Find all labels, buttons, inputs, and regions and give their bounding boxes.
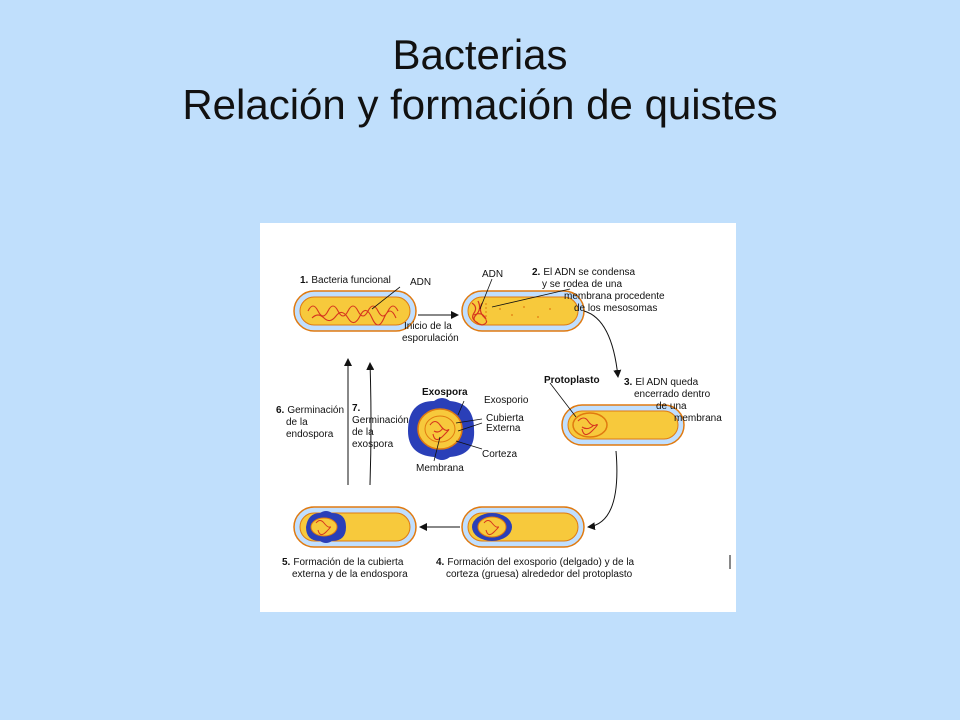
svg-text:Germinación: Germinación — [352, 415, 409, 426]
svg-text:corteza (gruesa) alrededor del: corteza (gruesa) alrededor del protoplas… — [446, 569, 633, 580]
title-line-2: Relación y formación de quistes — [182, 81, 778, 128]
svg-text:Membrana: Membrana — [416, 463, 464, 474]
svg-text:Corteza: Corteza — [482, 449, 517, 460]
svg-text:Exosporio: Exosporio — [484, 395, 529, 406]
svg-text:externa y de la endospora: externa y de la endospora — [292, 569, 408, 580]
svg-text:de los mesosomas: de los mesosomas — [574, 303, 657, 314]
svg-text:y se rodea de una: y se rodea de una — [542, 279, 622, 290]
svg-text:4.Formación del exosporio (del: 4.Formación del exosporio (delgado) y de… — [436, 557, 635, 568]
svg-text:de la: de la — [286, 417, 308, 428]
cell-functional-bacterium — [293, 290, 417, 332]
sporulation-diagram: 1.Bacteria funcional ADN Inicio de la es… — [260, 223, 736, 612]
svg-text:Exospora: Exospora — [422, 387, 468, 398]
title-line-1: Bacterias — [392, 31, 568, 78]
svg-text:1.Bacteria funcional: 1.Bacteria funcional — [300, 275, 391, 286]
cell-exosporium-cortex — [461, 506, 585, 548]
svg-text:esporulación: esporulación — [402, 333, 459, 344]
svg-text:Inicio de la: Inicio de la — [404, 321, 452, 332]
flow-arrows — [344, 310, 622, 531]
cell-dna-enclosed — [561, 404, 685, 446]
labels: 1.Bacteria funcional ADN Inicio de la es… — [276, 267, 722, 580]
svg-text:6.Germinación: 6.Germinación — [276, 405, 344, 416]
svg-text:encerrado dentro: encerrado dentro — [634, 389, 711, 400]
svg-text:Externa: Externa — [486, 423, 521, 434]
svg-text:Protoplasto: Protoplasto — [544, 375, 600, 386]
cell-external-coat — [293, 506, 417, 548]
arrow-3-to-4 — [587, 450, 618, 531]
svg-text:endospora: endospora — [286, 429, 334, 440]
svg-text:5.Formación de la cubierta: 5.Formación de la cubierta — [282, 557, 404, 568]
arrow-exospore-germination — [366, 362, 375, 486]
svg-text:de una: de una — [656, 401, 687, 412]
arrow-2-to-3 — [583, 310, 622, 378]
svg-text:Cubierta: Cubierta — [486, 413, 524, 424]
svg-text:ADN: ADN — [410, 277, 431, 288]
svg-text:3.El ADN queda: 3.El ADN queda — [624, 377, 699, 388]
condensed-dna — [471, 300, 488, 326]
svg-text:exospora: exospora — [352, 439, 394, 450]
pointer-lines — [371, 278, 577, 462]
cell-dna-condensing — [461, 290, 585, 332]
svg-text:7.: 7. — [352, 403, 361, 414]
exospore — [408, 398, 475, 460]
svg-text:de la: de la — [352, 427, 374, 438]
svg-text:2.El ADN se condensa: 2.El ADN se condensa — [532, 267, 636, 278]
svg-text:membrana procedente: membrana procedente — [564, 291, 665, 302]
svg-text:membrana: membrana — [674, 413, 722, 424]
slide-title: Bacterias Relación y formación de quiste… — [0, 30, 960, 130]
dna-strand — [307, 305, 399, 326]
svg-text:ADN: ADN — [482, 269, 503, 280]
